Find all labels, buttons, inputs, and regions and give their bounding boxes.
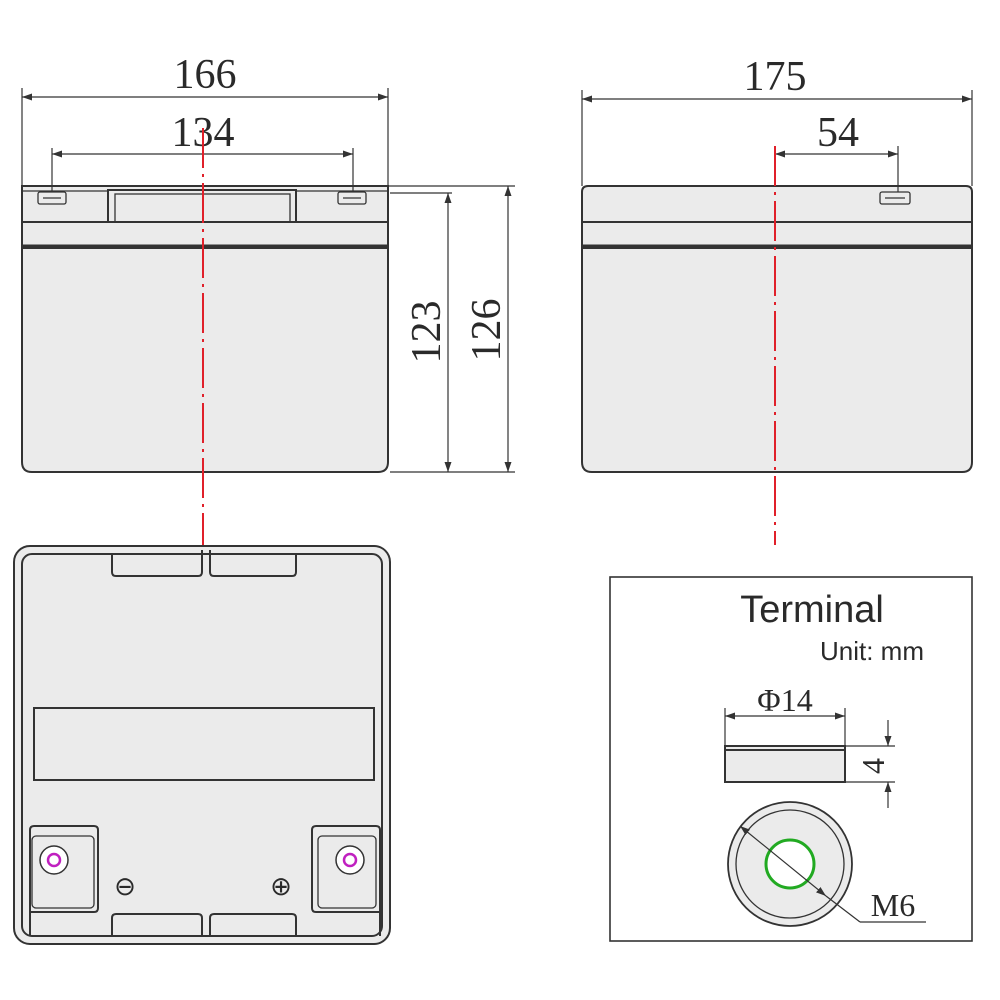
front-lid [21,185,389,249]
bolt-size-label: M6 [871,887,915,923]
front-view: 166 134 123 126 [21,52,515,545]
dim-length-175: 175 [744,54,807,100]
top-terminal-block-negative [29,825,99,936]
top-post-negative [46,852,62,868]
front-case-body [21,247,389,473]
dim-terminal-thickness: 4 [855,758,891,774]
polarity-negative-icon: ⊖ [114,871,136,901]
dim-case-height-123: 123 [404,301,450,364]
top-label-strip [33,707,375,781]
front-terminal-positive [337,191,367,205]
terminal-detail-panel: Terminal Unit: mm Φ14 4 M6 [609,576,973,942]
terminal-title: Terminal [740,589,884,631]
side-terminal [879,191,911,205]
terminal-plan-inner [735,809,845,919]
top-post-positive [342,852,358,868]
side-case-body [581,247,973,473]
polarity-positive-icon: ⊕ [270,871,292,901]
terminal-unit: Unit: mm [820,636,924,666]
dim-width-166: 166 [174,52,237,98]
dim-terminal-offset-54: 54 [817,110,859,156]
dim-terminal-diameter: Φ14 [757,682,812,718]
top-post-negative-outer [39,845,69,875]
top-view: ⊖ ⊕ [13,545,391,945]
top-case-body [13,545,391,945]
dim-total-height-126: 126 [464,299,510,362]
terminal-profile [724,745,846,783]
side-view: 175 54 [581,54,973,545]
top-post-positive-outer [335,845,365,875]
top-terminal-block-positive [311,825,381,936]
side-lid [581,185,973,249]
